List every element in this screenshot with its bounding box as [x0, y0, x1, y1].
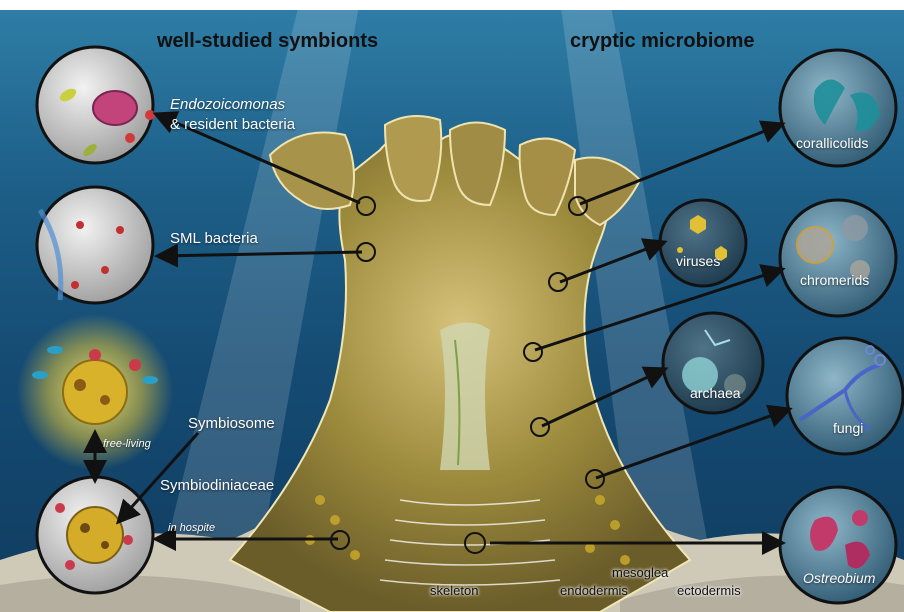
heading-banner	[0, 0, 904, 10]
circle-viruses	[660, 200, 746, 286]
label-fungi: fungi	[833, 420, 863, 436]
heading-cryptic-microbiome: cryptic microbiome	[570, 30, 755, 53]
arrow-sml-bacteria	[160, 252, 362, 256]
label-corallicolids: corallicolids	[796, 135, 868, 151]
circle-in-hospite-symbiodiniaceae	[37, 477, 153, 593]
label-endodermis: endodermis	[560, 583, 628, 598]
label-viruses: viruses	[676, 253, 720, 269]
label-ostreobium: Ostreobium	[803, 570, 875, 586]
label-skeleton: skeleton	[430, 583, 478, 598]
circle-endozoicomonas	[37, 47, 155, 163]
label-endozoicomonas: Endozoicomonas	[170, 96, 285, 113]
label-chromerids: chromerids	[800, 272, 869, 288]
label-free-living: free-living	[103, 438, 151, 450]
label-resident-bacteria: & resident bacteria	[170, 116, 295, 133]
heading-well-studied-symbionts: well-studied symbionts	[157, 30, 378, 53]
circle-sml-bacteria	[37, 187, 153, 303]
label-in-hospite: in hospite	[168, 522, 215, 534]
label-ectodermis: ectodermis	[677, 583, 741, 598]
label-symbiosome: Symbiosome	[188, 415, 275, 432]
label-mesoglea: mesoglea	[612, 565, 668, 580]
label-sml-bacteria: SML bacteria	[170, 230, 258, 247]
label-symbiodiniaceae: Symbiodiniaceae	[160, 477, 274, 494]
label-archaea: archaea	[690, 385, 741, 401]
circle-chromerids	[780, 200, 896, 316]
circle-fungi	[787, 338, 903, 454]
